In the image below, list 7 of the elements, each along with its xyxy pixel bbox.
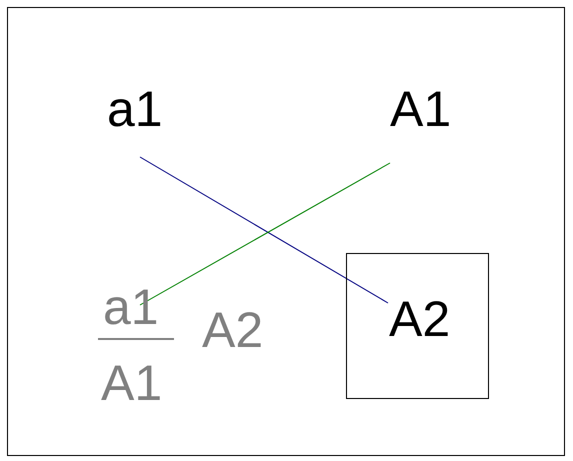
denominator-label: A1 bbox=[101, 358, 162, 408]
node-label: A1 bbox=[390, 84, 452, 134]
framed-box bbox=[346, 253, 489, 399]
node-label: a1 bbox=[107, 84, 163, 134]
text-label: A2 bbox=[202, 305, 264, 355]
numerator-label: a1 bbox=[103, 282, 159, 332]
node-label: A2 bbox=[389, 294, 450, 344]
